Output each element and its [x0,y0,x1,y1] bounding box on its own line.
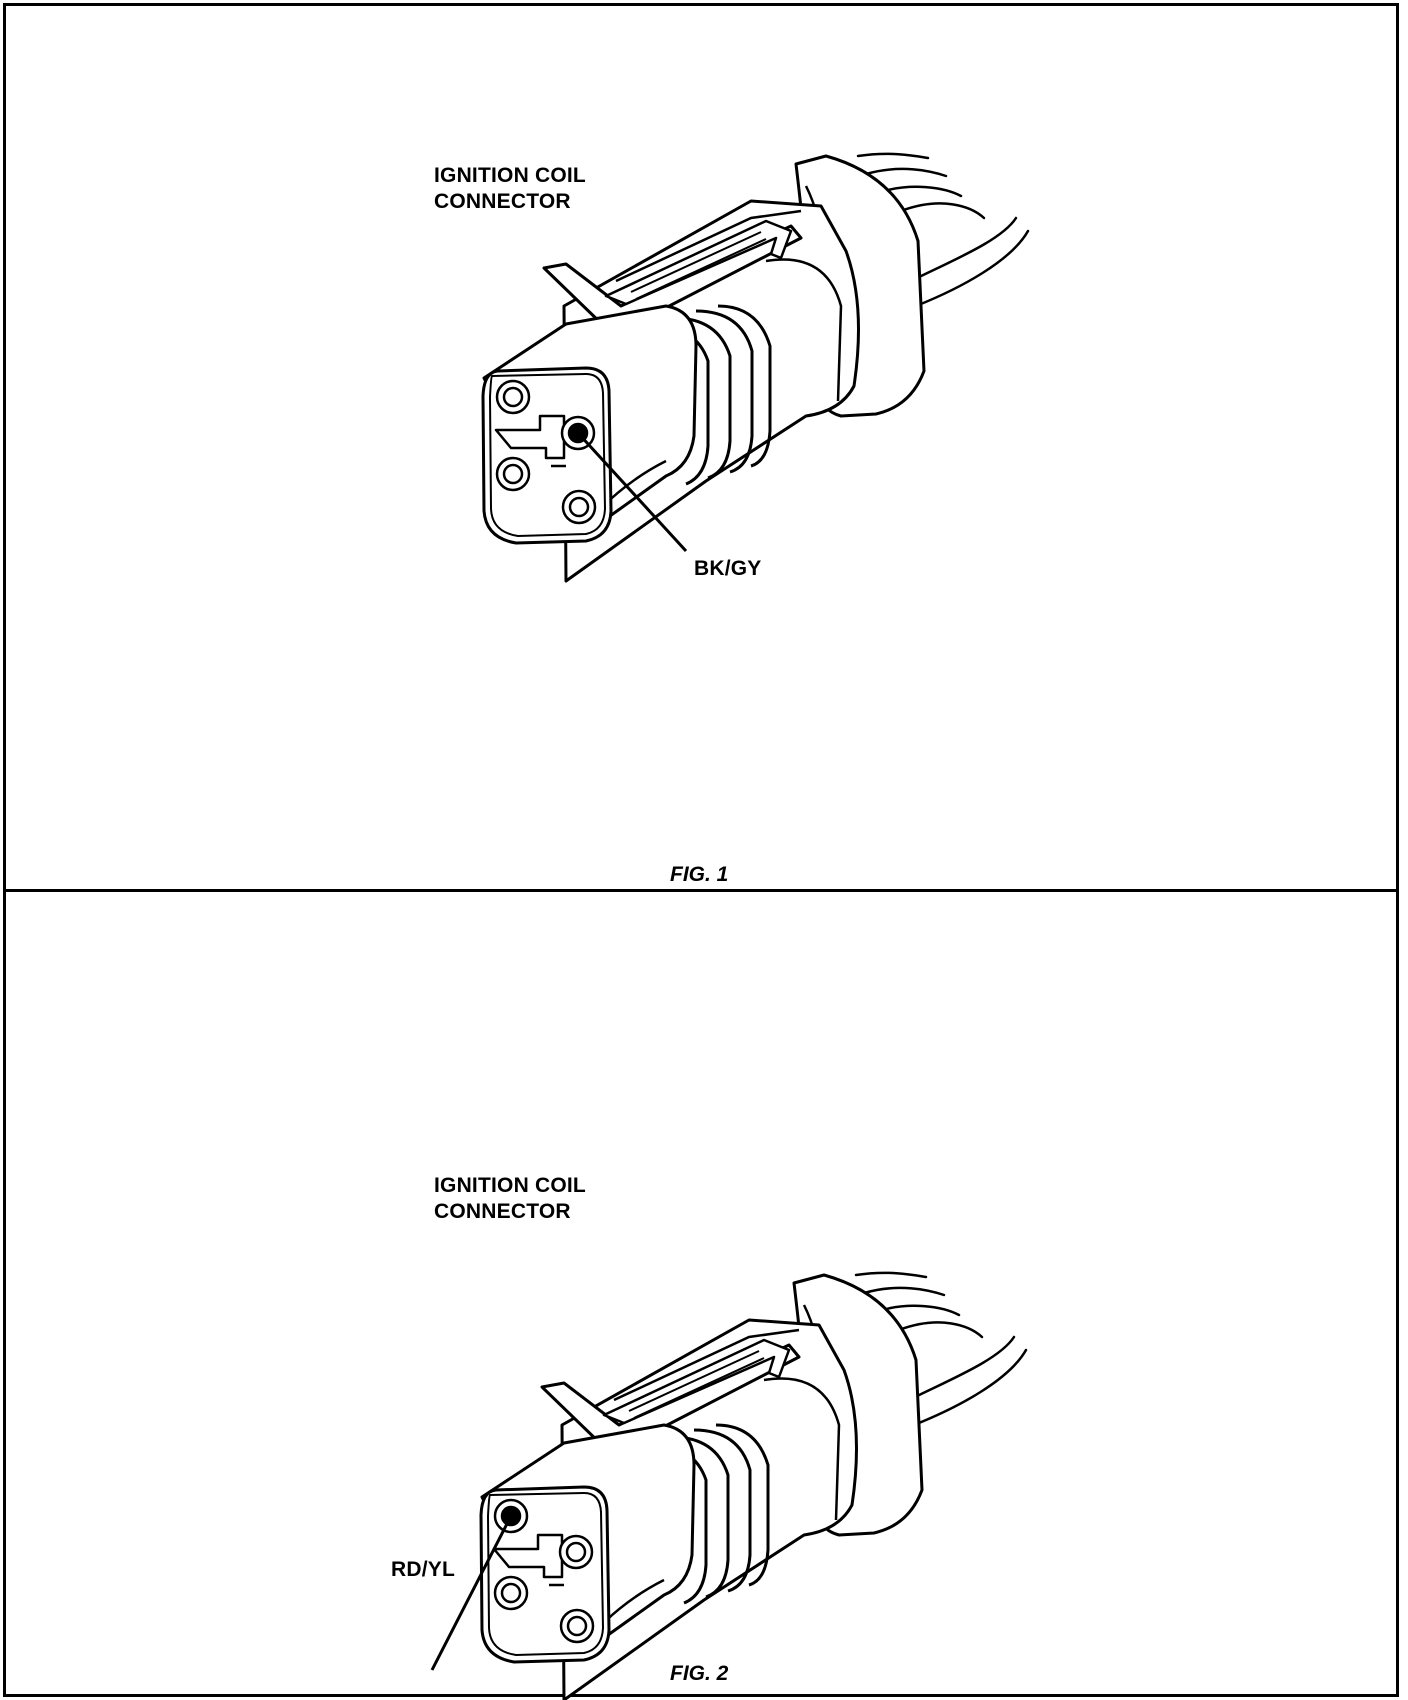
connector-drawing-1 [481,152,1030,583]
leader-line [430,1515,513,1671]
connector-title: IGNITION COIL CONNECTOR [434,1173,586,1225]
figure-1-panel: IGNITION COIL CONNECTOR BK/GY FIG. 1 [3,3,1399,892]
connector-drawing-2 [430,1271,1028,1700]
figure-caption: FIG. 2 [670,1662,729,1685]
title-line-1: IGNITION COIL [434,164,586,187]
leader-line [576,431,688,553]
figure-caption: FIG. 1 [670,863,729,886]
wire-label: BK/GY [694,557,762,580]
title-line-1: IGNITION COIL [434,1174,586,1197]
wire-label: RD/YL [391,1558,455,1581]
figure-2-panel: IGNITION COIL CONNECTOR RD/YL FIG. 2 [3,889,1399,1700]
connector-title: IGNITION COIL CONNECTOR [434,163,586,215]
title-line-2: CONNECTOR [434,1200,571,1223]
title-line-2: CONNECTOR [434,190,571,213]
